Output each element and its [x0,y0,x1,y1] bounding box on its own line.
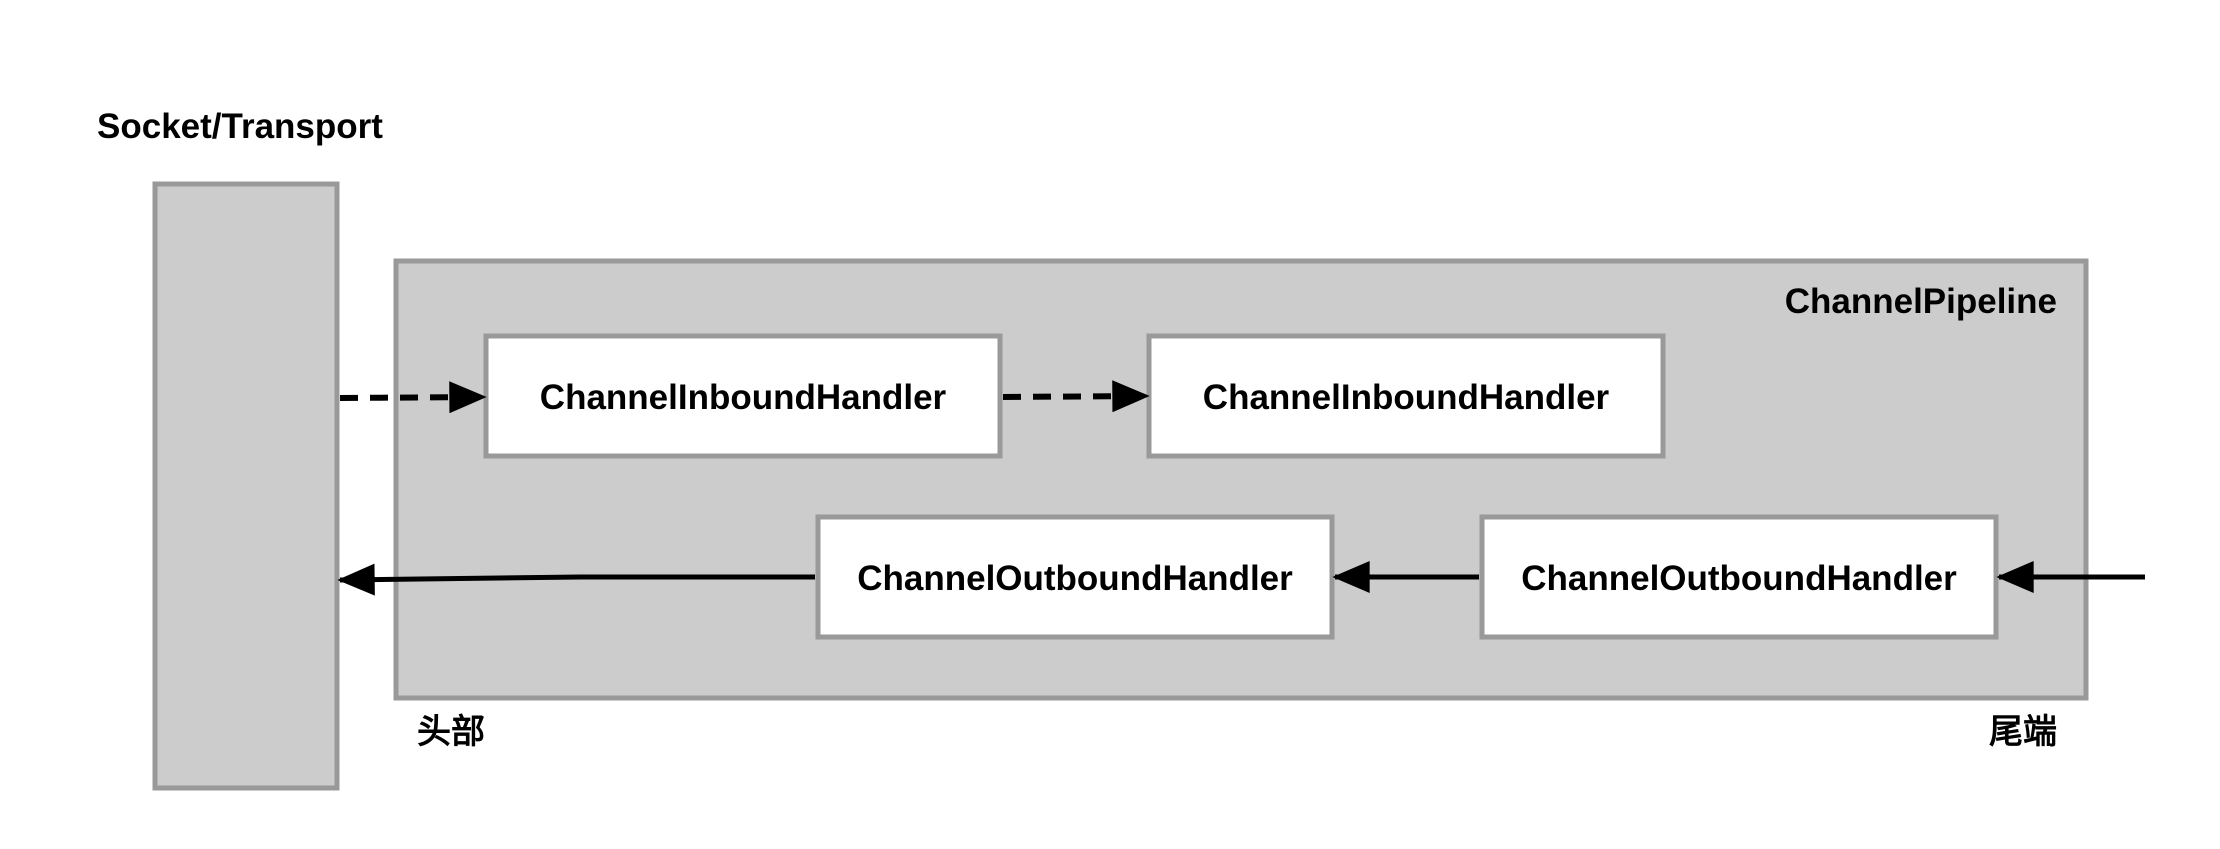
inbound-handler-1: ChannelInboundHandler [483,333,1003,459]
socket-transport-title: Socket/Transport [97,107,383,146]
pipeline-tail-label: 尾端 [1989,712,2057,752]
inbound-arrow-socket-to-handler-1 [339,381,487,414]
pipeline-head-label: 头部 [417,712,485,752]
channel-pipeline-title: ChannelPipeline [1785,282,2057,321]
outbound-handler-2-label: ChannelOutboundHandler [1521,559,1957,598]
inbound-handler-1-label: ChannelInboundHandler [540,378,947,417]
outbound-handler-2-box [1479,514,1999,640]
socket-transport-block [152,181,340,791]
inbound-handler-2: ChannelInboundHandler [1146,333,1666,459]
outbound-handler-1-box [815,514,1335,640]
outbound-handler-1-label: ChannelOutboundHandler [857,559,1293,598]
inbound-handler-2-label: ChannelInboundHandler [1203,378,1610,417]
inbound-handler-1-box [483,333,1003,459]
outbound-arrow-handler-1-to-socket [337,563,815,596]
inbound-handler-2-box [1146,333,1666,459]
inbound-arrow-handler-1-to-handler-2 [1002,380,1150,413]
outbound-handler-1: ChannelOutboundHandler [815,514,1335,640]
outbound-handler-2: ChannelOutboundHandler [1479,514,1999,640]
